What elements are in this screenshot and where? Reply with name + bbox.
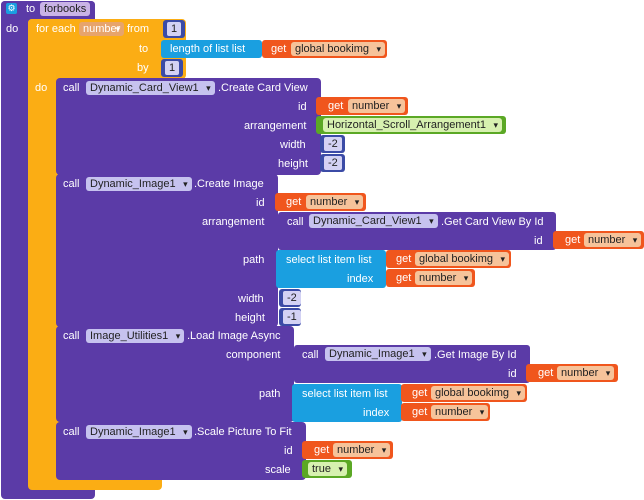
load-image-call-label: call (63, 330, 80, 342)
get-label: get (396, 272, 412, 284)
get-card-method-label: .Get Card View By Id (441, 216, 544, 228)
get-label: get (286, 196, 302, 208)
arrangement-label: arrangement (244, 120, 307, 132)
get-label: get (271, 43, 287, 55)
scale-id-label: id (284, 445, 293, 457)
load-image-path-label: path (259, 388, 281, 400)
number-variable-dropdown[interactable]: number (584, 233, 642, 247)
create-card-call-label: call (63, 82, 80, 94)
create-card-id-label: id (298, 101, 307, 113)
get-image-method-label: .Get Image By Id (434, 349, 517, 361)
from-value[interactable]: 1 (167, 22, 182, 36)
create-image-call-label: call (63, 178, 80, 190)
create-image-component-dropdown[interactable]: Dynamic_Image1 (86, 177, 192, 191)
scale-label: scale (265, 464, 291, 476)
height-label: height (278, 158, 308, 170)
create-card-component-dropdown[interactable]: Dynamic_Card_View1 (86, 81, 215, 95)
length-of-list-label: length of list list (170, 43, 246, 55)
create-image-block[interactable] (56, 174, 278, 327)
get-label: get (412, 387, 428, 399)
number-variable-dropdown[interactable]: number (557, 366, 615, 380)
scale-call-label: call (63, 426, 80, 438)
loop-do-label: do (35, 82, 48, 94)
create-image-height-label: height (235, 312, 265, 324)
to-label: to (139, 43, 149, 55)
select-list-item-block[interactable] (276, 250, 386, 288)
width-label: width (280, 139, 306, 151)
width-value[interactable]: -2 (324, 137, 342, 151)
get-label: get (328, 100, 344, 112)
load-image-component-label: component (226, 349, 281, 361)
get-label: get (314, 444, 330, 456)
number-variable-dropdown[interactable]: number (415, 271, 473, 285)
get-label: get (565, 234, 581, 246)
index-label: index (363, 407, 390, 419)
select-list-item-label: select list item list (302, 388, 388, 400)
number-variable-dropdown[interactable]: number (333, 443, 391, 457)
width-value[interactable]: -2 (283, 291, 301, 305)
number-variable-dropdown[interactable]: number (348, 99, 406, 113)
procedure-to-label: to (26, 3, 36, 15)
get-image-id-label: id (508, 368, 517, 380)
get-label: get (396, 253, 412, 265)
arrangement-dropdown[interactable]: Horizontal_Scroll_Arrangement1 (323, 118, 502, 132)
index-label: index (347, 273, 374, 285)
get-image-component-dropdown[interactable]: Dynamic_Image1 (325, 347, 431, 361)
gear-icon[interactable]: ⚙ (6, 3, 17, 14)
for-each-label: for each (36, 23, 76, 35)
create-image-arrangement-label: arrangement (202, 216, 265, 228)
by-label: by (137, 62, 149, 74)
height-value[interactable]: -2 (324, 156, 342, 170)
procedure-do-label: do (6, 23, 19, 35)
length-of-list-block[interactable] (161, 40, 262, 58)
scale-component-dropdown[interactable]: Dynamic_Image1 (86, 425, 192, 439)
create-image-width-label: width (238, 293, 264, 305)
height-value[interactable]: -1 (283, 310, 301, 324)
procedure-name-field[interactable]: forbooks (40, 2, 91, 16)
loop-variable-field[interactable]: number (79, 22, 125, 36)
number-variable-dropdown[interactable]: number (431, 405, 489, 419)
list-variable-dropdown[interactable]: global bookimg (431, 386, 525, 400)
load-image-component-dropdown[interactable]: Image_Utilities1 (86, 329, 185, 343)
by-value[interactable]: 1 (165, 61, 180, 75)
get-card-component-dropdown[interactable]: Dynamic_Card_View1 (309, 214, 438, 228)
list-variable-dropdown[interactable]: global bookimg (415, 252, 509, 266)
list-variable-dropdown[interactable]: global bookimg (291, 42, 385, 56)
create-card-method-label: .Create Card View (218, 82, 308, 94)
get-card-id-label: id (534, 235, 543, 247)
create-image-method-label: .Create Image (194, 178, 264, 190)
get-image-call-label: call (302, 349, 319, 361)
get-label: get (412, 406, 428, 418)
load-image-method-label: .Load Image Async (187, 330, 281, 342)
select-list-item-block[interactable] (292, 384, 402, 422)
create-image-path-label: path (243, 254, 265, 266)
from-label: from (127, 23, 149, 35)
create-image-id-label: id (256, 197, 265, 209)
scale-method-label: .Scale Picture To Fit (194, 426, 292, 438)
get-card-call-label: call (287, 216, 304, 228)
select-list-item-label: select list item list (286, 254, 372, 266)
get-label: get (538, 367, 554, 379)
number-variable-dropdown[interactable]: number (306, 195, 364, 209)
scale-value-dropdown[interactable]: true (308, 462, 347, 476)
